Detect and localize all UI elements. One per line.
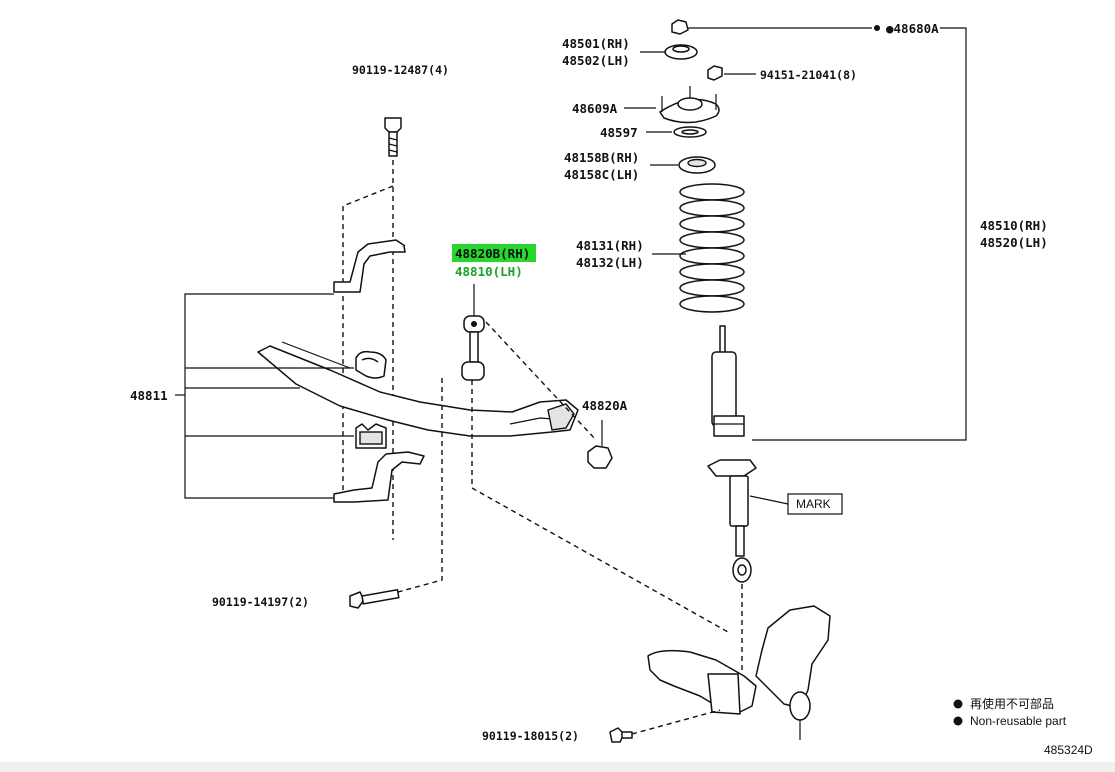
strut-rh-label[interactable]: 48510(RH) [980, 218, 1048, 233]
stabilizer-link-icon[interactable] [461, 315, 485, 381]
link-nut-icon[interactable] [587, 420, 613, 469]
spring-lh-label[interactable]: 48132(LH) [576, 255, 644, 270]
spring-seat-icon[interactable] [673, 126, 707, 138]
diagram-id: 485324D [1044, 743, 1093, 757]
mark-callout [787, 493, 843, 515]
mark-label: MARK [796, 497, 831, 511]
legend-en: Non-reusable part [970, 714, 1067, 728]
arm-bolt-icon[interactable] [609, 727, 633, 743]
shock-absorber-icon[interactable] [707, 325, 757, 583]
upper-mount-icon[interactable] [664, 44, 698, 60]
top-nut-icon[interactable] [671, 19, 689, 35]
link-rh-label[interactable]: 48820B(RH) [455, 246, 530, 261]
coil-spring-icon[interactable] [679, 183, 745, 313]
top-bolt-nut-icon[interactable] [707, 65, 723, 81]
bracket-bolt-label[interactable]: 90119-12487(4) [352, 63, 449, 77]
spring-insulator-icon[interactable] [678, 156, 716, 174]
insulator-lh-label[interactable]: 48158C(LH) [564, 167, 639, 182]
spring-rh-label[interactable]: 48131(RH) [576, 238, 644, 253]
seat-label[interactable]: 48597 [600, 125, 638, 140]
insulator-rh-label[interactable]: 48158B(RH) [564, 150, 639, 165]
bushing-icon[interactable] [355, 350, 387, 379]
arm-bolt-label[interactable]: 90119-18015(2) [482, 729, 579, 743]
legend-jp: 再使用不可部品 [970, 696, 1054, 711]
bullet-icon [953, 716, 963, 726]
top-bolt-label[interactable]: 94151-21041(8) [760, 68, 857, 82]
support-label[interactable]: 48609A [572, 101, 618, 116]
steering-knuckle-icon[interactable] [647, 605, 831, 740]
stabilizer-bar-icon[interactable] [257, 341, 579, 437]
stabilizer-bar-label[interactable]: 48811 [130, 388, 168, 403]
strut-support-icon[interactable] [659, 86, 720, 124]
mount-rh-label[interactable]: 48501(RH) [562, 36, 630, 51]
bottom-strip [0, 762, 1115, 772]
bushing-icon[interactable] [355, 423, 387, 449]
bullet-icon [953, 699, 963, 709]
top-nut-label[interactable]: ●48680A [886, 21, 939, 36]
link-rh-highlight [452, 244, 536, 262]
lower-bracket-icon[interactable] [333, 451, 425, 503]
link-nut-label[interactable]: 48820A [582, 398, 628, 413]
lower-bolt-label[interactable]: 90119-14197(2) [212, 595, 309, 609]
strut-lh-label[interactable]: 48520(LH) [980, 235, 1048, 250]
link-lh-label[interactable]: 48810(LH) [455, 264, 523, 279]
mount-lh-label[interactable]: 48502(LH) [562, 53, 630, 68]
lower-bolt-icon[interactable] [349, 588, 400, 609]
upper-bracket-icon[interactable] [333, 239, 406, 293]
bracket-bolt-icon[interactable] [384, 117, 402, 157]
